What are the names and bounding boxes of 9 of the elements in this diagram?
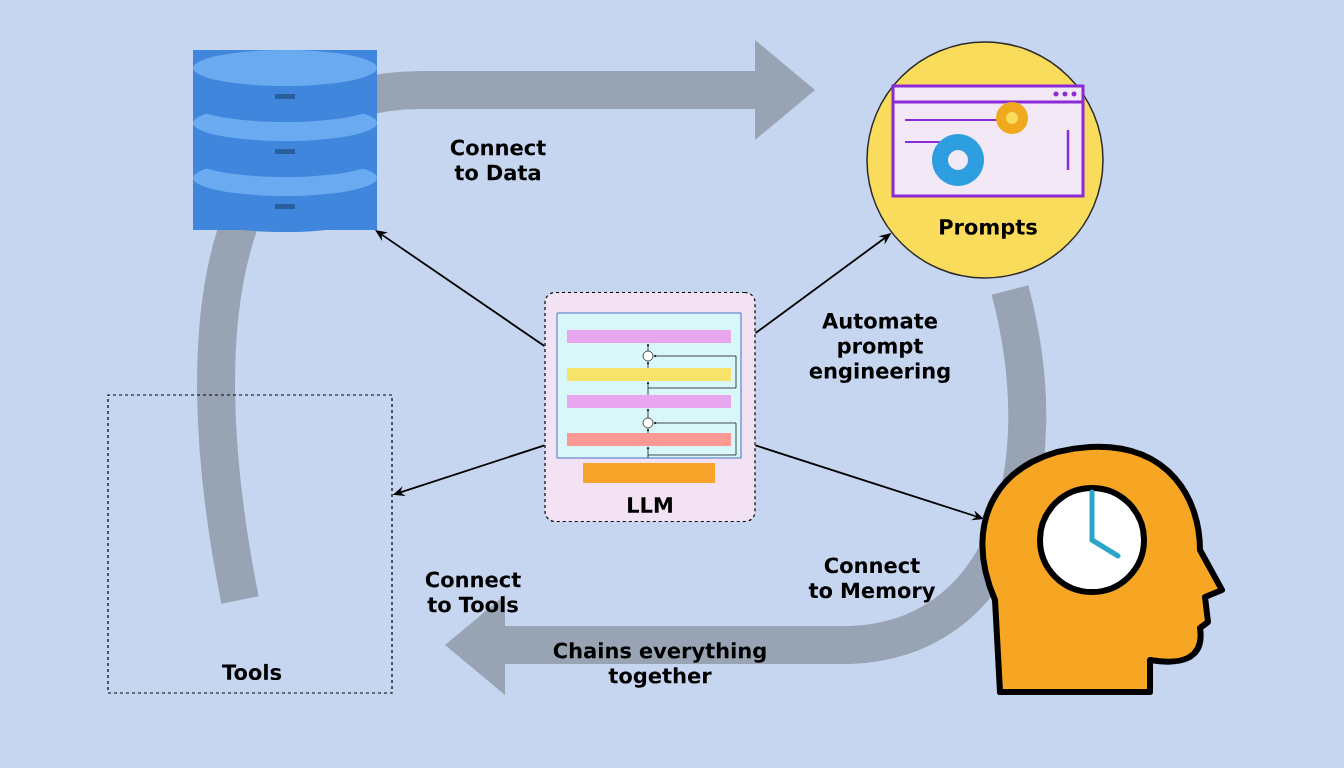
edge-label: Connect to Memory (808, 557, 936, 603)
box-title: LLM (628, 497, 672, 513)
edge-label: Connect to Data (450, 139, 546, 181)
box-title: Tools (222, 663, 282, 681)
edge-label: Connect to Tools (425, 571, 521, 613)
head-clock-icon (979, 444, 1225, 695)
edge-label: Automate prompt engineering (809, 313, 950, 383)
database-icon (193, 49, 377, 232)
caption-label: Chains everything together (553, 642, 766, 688)
